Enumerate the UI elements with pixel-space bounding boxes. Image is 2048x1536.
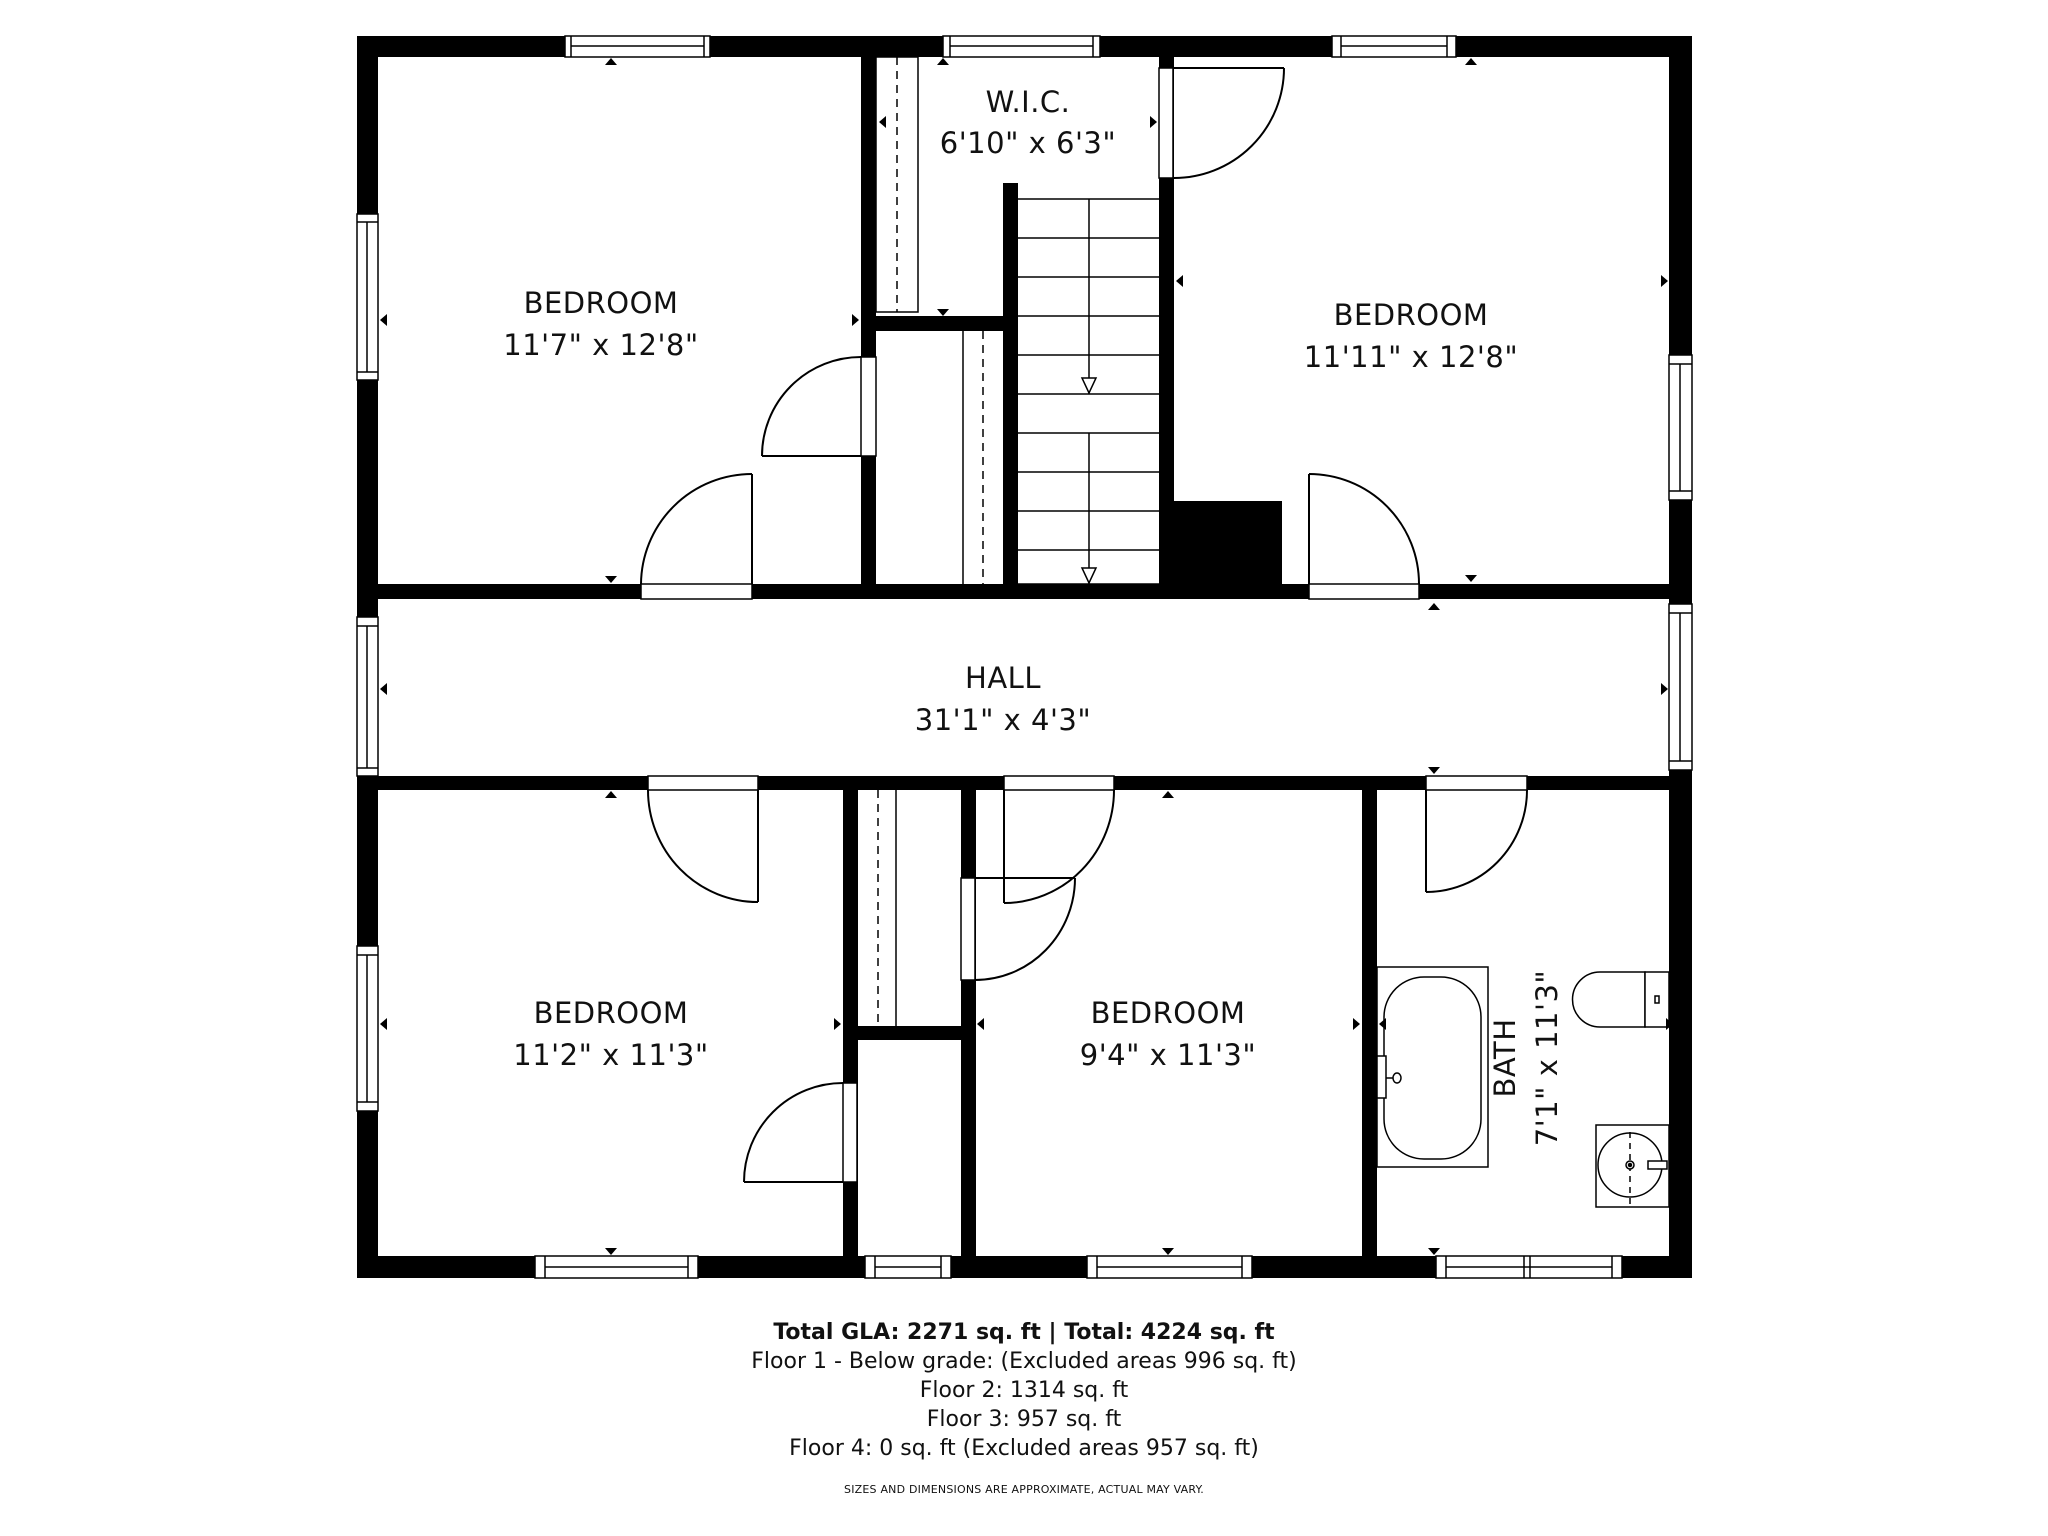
total-area: Total GLA: 2271 sq. ft | Total: 4224 sq.… bbox=[773, 1320, 1275, 1345]
door-bedroom-lm-closet bbox=[960, 877, 1076, 981]
room-name: W.I.C. bbox=[986, 85, 1071, 119]
area-summary: Total GLA: 2271 sq. ft | Total: 4224 sq.… bbox=[0, 1318, 2048, 1496]
stair-arrow-icon bbox=[1080, 567, 1098, 585]
room-dims: 31'1" x 4'3" bbox=[915, 703, 1091, 737]
room-name: BEDROOM bbox=[534, 996, 689, 1030]
window-left-hall bbox=[356, 616, 379, 777]
room-name: BEDROOM bbox=[1334, 298, 1489, 332]
door-bedroom-lm-hall bbox=[1003, 775, 1115, 904]
floor-1-area: Floor 1 - Below grade: (Excluded areas 9… bbox=[751, 1349, 1297, 1374]
window-bottom-closet bbox=[864, 1255, 952, 1279]
door-bath bbox=[1425, 775, 1528, 893]
room-name: HALL bbox=[965, 661, 1041, 695]
room-name: BEDROOM bbox=[524, 286, 679, 320]
toilet-icon bbox=[1571, 971, 1670, 1028]
window-bottom-bath bbox=[1435, 1255, 1623, 1279]
staircase bbox=[1018, 198, 1159, 585]
window-top-bedroom-ur bbox=[1331, 35, 1457, 58]
door-bedroom-ll-hall bbox=[647, 775, 759, 903]
room-dims: 11'2" x 11'3" bbox=[513, 1038, 708, 1072]
bathtub-icon bbox=[1376, 966, 1489, 1168]
floor-3-area: Floor 3: 957 sq. ft bbox=[926, 1407, 1122, 1432]
room-dims: 9'4" x 11'3" bbox=[1080, 1038, 1256, 1072]
window-left-bedroom-ll bbox=[356, 945, 379, 1112]
door-bedroom-ur-hall bbox=[1308, 473, 1420, 600]
windows bbox=[356, 35, 1693, 1279]
doors bbox=[640, 67, 1528, 1183]
room-name: BEDROOM bbox=[1091, 996, 1246, 1030]
disclaimer: SIZES AND DIMENSIONS ARE APPROXIMATE, AC… bbox=[844, 1483, 1204, 1496]
window-left-bedroom-ul bbox=[356, 213, 379, 381]
door-bedroom-ll-closet bbox=[743, 1082, 858, 1183]
window-bottom-bedroom-lm bbox=[1086, 1255, 1253, 1279]
room-dims: 11'11" x 12'8" bbox=[1304, 340, 1518, 374]
floor-2-area: Floor 2: 1314 sq. ft bbox=[919, 1378, 1129, 1403]
closet-shelves bbox=[875, 56, 984, 1026]
room-labels: BEDROOM 11'7" x 12'8" W.I.C. 6'10" x 6'3… bbox=[503, 85, 1564, 1146]
bath-fixtures bbox=[1376, 966, 1670, 1208]
sink-icon bbox=[1595, 1124, 1670, 1208]
window-right-bedroom-ur bbox=[1668, 354, 1693, 501]
window-top-wic bbox=[942, 35, 1101, 58]
door-bedroom-ul-closet bbox=[761, 356, 877, 457]
window-top-bedroom-ul bbox=[564, 35, 711, 58]
window-bottom-bedroom-ll bbox=[534, 1255, 699, 1279]
room-name: BATH bbox=[1488, 1018, 1522, 1097]
door-bedroom-ul-hall bbox=[640, 473, 753, 600]
stair-arrow-icon bbox=[1080, 377, 1098, 395]
room-dims: 6'10" x 6'3" bbox=[940, 126, 1116, 160]
window-right-hall bbox=[1668, 603, 1693, 771]
room-dims: 7'1" x 11'3" bbox=[1530, 970, 1564, 1146]
room-dims: 11'7" x 12'8" bbox=[503, 328, 698, 362]
floor-4-area: Floor 4: 0 sq. ft (Excluded areas 957 sq… bbox=[789, 1436, 1259, 1461]
door-wic bbox=[1158, 67, 1285, 180]
